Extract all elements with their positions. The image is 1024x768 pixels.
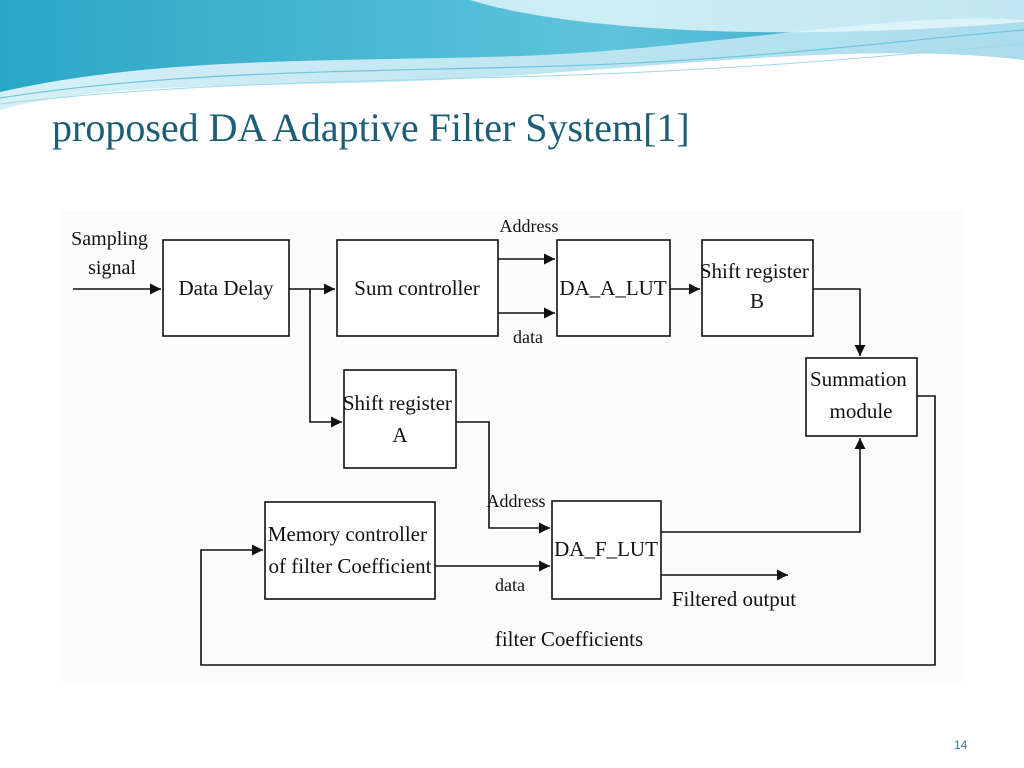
page-number: 14 [954, 738, 968, 752]
sampling-signal-label: Sampling signal [71, 228, 153, 279]
svg-text:Sum controller: Sum controller [354, 276, 479, 300]
svg-text:Data Delay: Data Delay [178, 276, 274, 300]
data-label-bottom: data [495, 575, 525, 595]
shift-register-b-block: Shift register B [700, 239, 814, 337]
svg-text:DA_A_LUT: DA_A_LUT [559, 276, 666, 300]
svg-text:DA_F_LUT: DA_F_LUT [554, 537, 658, 561]
svg-text:Summation module: Summation module [810, 367, 912, 423]
summation-module-block: Summation module [805, 357, 918, 437]
da-f-lut-block: DA_F_LUT [551, 500, 662, 600]
svg-text:Shift register A: Shift register A [343, 391, 457, 447]
filtered-output-label: Filtered output [672, 587, 796, 611]
svg-text:Shift register B: Shift register B [700, 259, 814, 313]
filter-coefficients-label: filter Coefficients [495, 627, 643, 651]
connections [73, 253, 936, 666]
shift-register-a-block: Shift register A [343, 369, 457, 469]
slide-title: proposed DA Adaptive Filter System[1] [52, 105, 690, 150]
memory-controller-block: Memory controller of filter Coefficient [264, 501, 436, 600]
block-diagram: Sampling signal Data Delay Sum controlle… [60, 210, 964, 685]
svg-text:Memory controller of fil: Memory controller of filter Coefficient [268, 522, 432, 578]
data-delay-block: Data Delay [162, 239, 290, 337]
address-label-bottom: Address [487, 491, 546, 511]
address-label-top: Address [500, 216, 559, 236]
da-a-lut-block: DA_A_LUT [556, 239, 671, 337]
sum-controller-block: Sum controller [336, 239, 499, 337]
data-label-top: data [513, 327, 543, 347]
